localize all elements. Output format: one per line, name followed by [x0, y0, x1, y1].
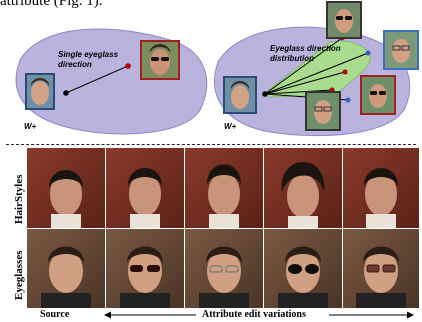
- hairstyle-variant-4: [343, 148, 419, 228]
- eyeglasses-variant-2: [185, 229, 263, 308]
- row-label-eyeglasses: Eyeglasses: [13, 250, 25, 301]
- eyeglasses-variant-4: [343, 229, 419, 308]
- edit-results-grid: [27, 148, 419, 308]
- source-face-left: [25, 73, 55, 110]
- eyeglasses-row: [27, 229, 419, 308]
- section-divider: [6, 144, 416, 145]
- source-latent-point: [63, 90, 69, 96]
- hairstyle-variant-3: [264, 148, 342, 228]
- hairstyle-variant-2: [185, 148, 263, 228]
- hairstyle-source: [27, 148, 105, 228]
- eyeglasses-variant-3: [264, 229, 342, 308]
- face-thumbnails: [25, 1, 419, 131]
- single-direction-label: Single eyeglass direction: [58, 50, 119, 69]
- variations-arrow: [104, 311, 414, 319]
- variations-label: Attribute edit variations: [202, 309, 306, 320]
- target-latent-point: [125, 63, 131, 69]
- variation-face-top: [326, 1, 362, 39]
- caption-fragment: attribute (Fig. 1).: [0, 0, 103, 8]
- hairstyle-variant-1: [106, 148, 184, 228]
- latent-space-label-left: W+: [24, 122, 37, 131]
- variation-face-blue-frame: [383, 30, 419, 70]
- target-face-sunglasses-left: [140, 40, 180, 80]
- source-label: Source: [40, 309, 70, 320]
- direction-distribution-cone: [264, 40, 371, 98]
- hairstyle-row: [27, 148, 419, 228]
- row-label-hairstyles: HairStyles: [13, 174, 25, 225]
- variation-face-bottom-left: [305, 91, 341, 131]
- eyeglasses-source: [27, 229, 105, 308]
- distribution-direction-label: Eyeglass direction distribution: [270, 44, 341, 63]
- variation-face-bottom-right: [360, 75, 396, 115]
- source-face-right: [223, 76, 257, 114]
- eyeglasses-variant-1: [106, 229, 184, 308]
- latent-space-label-right: W+: [224, 122, 237, 131]
